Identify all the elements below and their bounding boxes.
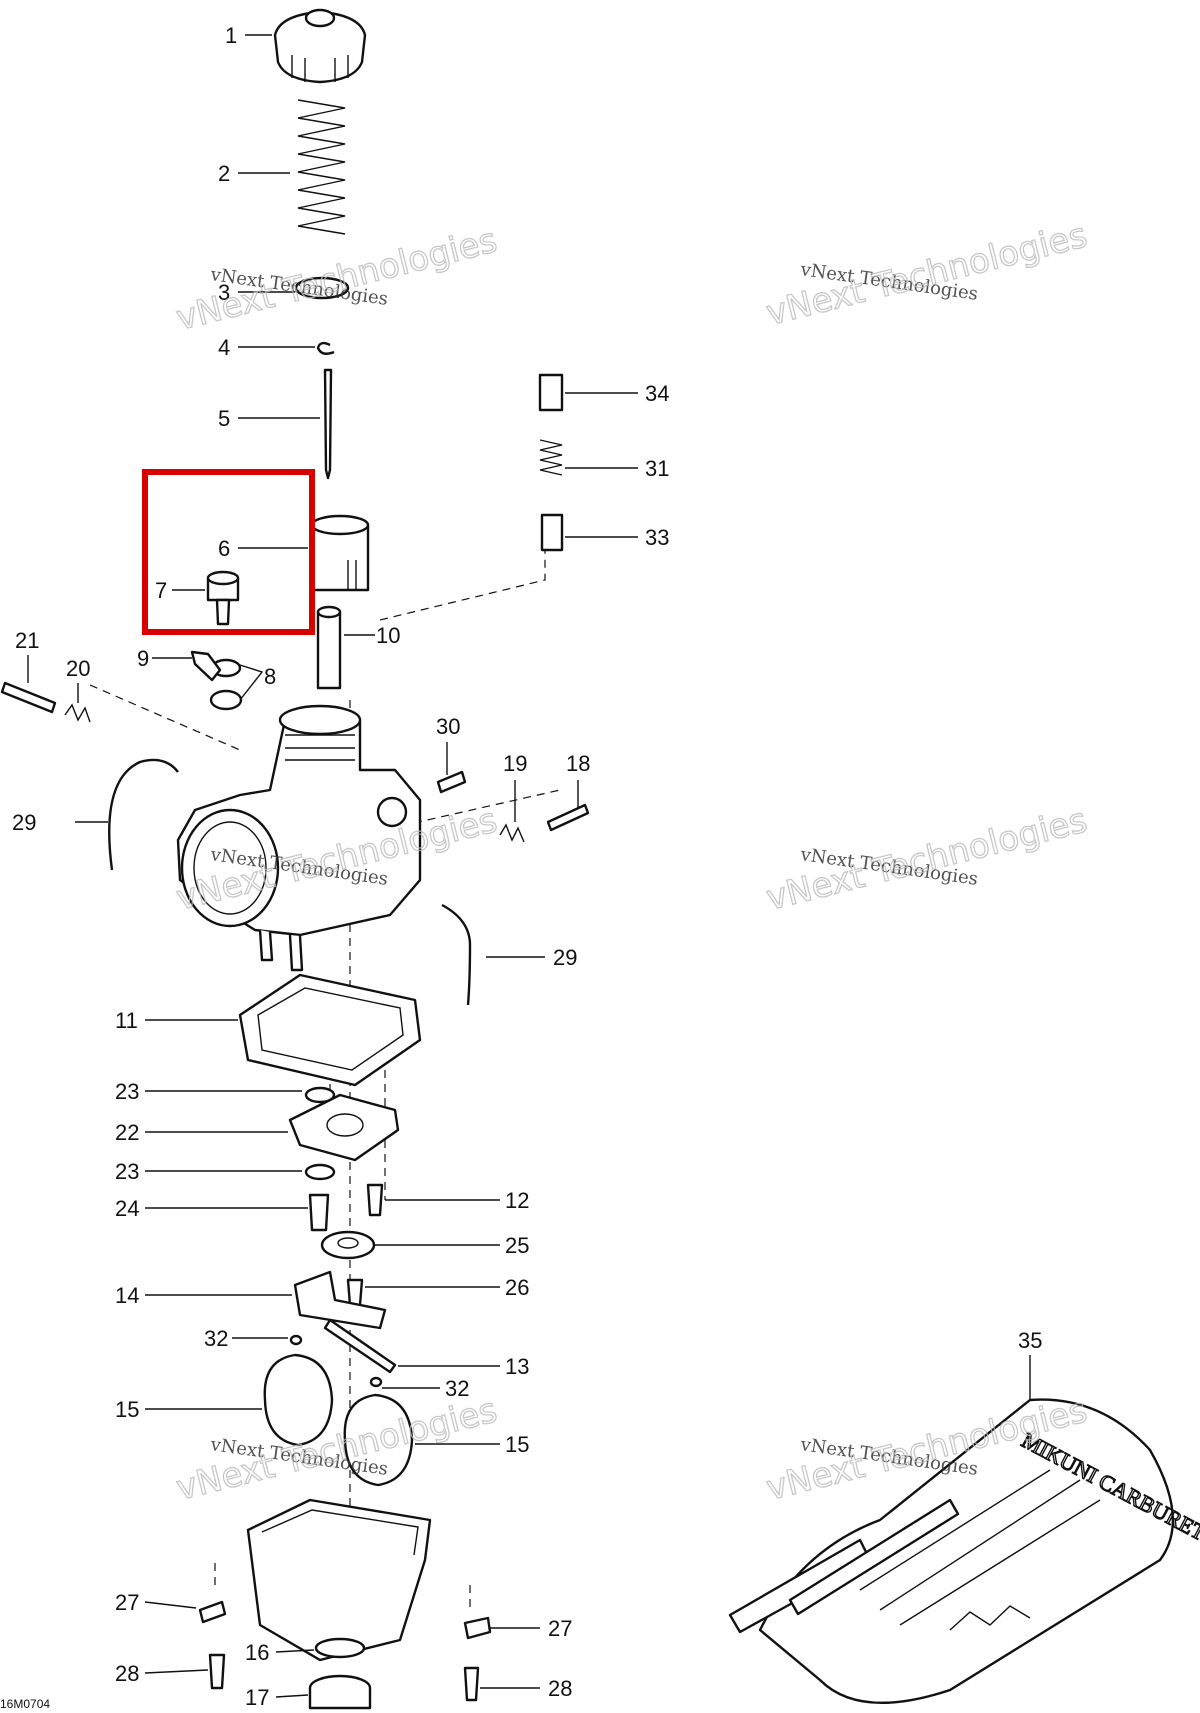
callout-18: 18	[566, 751, 590, 776]
part-21-20-idle-screw	[0, 681, 91, 723]
part-35-tool-kit: MIKUNI CARBURETOR	[728, 1398, 1200, 1704]
callout-15-right: 15	[505, 1432, 529, 1457]
callout-20: 20	[66, 656, 90, 681]
callout-25: 25	[505, 1233, 529, 1258]
callout-29-right: 29	[553, 945, 577, 970]
callout-8: 8	[264, 664, 276, 689]
callout-26: 26	[505, 1275, 529, 1300]
callout-21: 21	[15, 628, 39, 653]
callout-24: 24	[115, 1196, 139, 1221]
callout-22: 22	[115, 1120, 139, 1145]
callout-34: 34	[645, 381, 669, 406]
part-13-float-pin	[323, 1318, 397, 1374]
callout-27-right: 27	[548, 1616, 572, 1641]
callout-3: 3	[218, 280, 230, 305]
part-9-fitting	[190, 650, 222, 682]
part-16-oring	[314, 1637, 366, 1659]
part-10-starter-plunger	[316, 605, 342, 690]
part-4-clip	[316, 341, 335, 355]
highlight-box	[142, 469, 315, 635]
callout-32-bottom: 32	[445, 1376, 469, 1401]
callout-28-right: 28	[548, 1676, 572, 1701]
callout-2: 2	[218, 161, 230, 186]
part-14-float-arm	[293, 1270, 387, 1330]
part-23-orings	[304, 1086, 336, 1181]
callout-10: 10	[376, 623, 400, 648]
callout-7: 7	[155, 578, 167, 603]
part-carb-body	[176, 704, 422, 972]
callout-9: 9	[137, 646, 149, 671]
callout-11: 11	[115, 1008, 138, 1033]
part-11-gasket	[238, 973, 422, 1087]
callout-5: 5	[218, 406, 230, 431]
callout-16: 16	[245, 1640, 269, 1665]
part-17-drain-plug	[308, 1674, 372, 1710]
part-3-spring-seat	[294, 276, 350, 300]
callout-14: 14	[115, 1283, 139, 1308]
callout-28-left: 28	[115, 1661, 139, 1686]
part-34-31-33-cable-parts	[538, 373, 564, 552]
callout-23-top: 23	[115, 1079, 139, 1104]
part-32-pins	[289, 1334, 383, 1388]
part-28-screws	[208, 1653, 480, 1702]
callout-15-left: 15	[115, 1397, 139, 1422]
part-26-valve-seat	[346, 1278, 364, 1307]
document-id: 16M0704	[0, 1697, 50, 1711]
callout-4: 4	[218, 335, 230, 360]
part-27-clips	[198, 1600, 492, 1640]
part-25-baffle	[320, 1230, 376, 1260]
part-22-plate	[288, 1093, 400, 1162]
part-24-needle-jet	[308, 1193, 330, 1232]
part-float-bowl	[246, 1498, 432, 1662]
callout-1: 1	[225, 23, 237, 48]
part-6-throttle-slide	[310, 514, 370, 592]
callout-23-bottom: 23	[115, 1159, 139, 1184]
callout-29-left: 29	[12, 810, 36, 835]
callout-12: 12	[505, 1188, 529, 1213]
part-30-fitting	[436, 770, 467, 794]
callout-35: 35	[1018, 1328, 1042, 1353]
part-5-needle	[323, 368, 333, 480]
callout-32-top: 32	[204, 1326, 228, 1351]
callout-6: 6	[218, 536, 230, 561]
part-7-bolt	[206, 570, 240, 626]
part-15-floats	[263, 1353, 414, 1487]
part-19-18-air-screw	[499, 803, 590, 843]
part-2-spring	[297, 99, 346, 235]
callout-30: 30	[436, 714, 460, 739]
leader-lines	[27, 34, 1031, 1698]
part-29-hoses	[108, 758, 472, 1006]
part-12-pilot-jet	[366, 1183, 384, 1217]
callout-19: 19	[503, 751, 527, 776]
callout-13: 13	[505, 1354, 529, 1379]
callout-31: 31	[645, 456, 669, 481]
callout-33: 33	[645, 525, 669, 550]
callout-27-left: 27	[115, 1590, 139, 1615]
callout-labels: 1 2 3 4 5 6 7 8 9 10 11 12 13 14 15 15 1…	[12, 23, 1042, 1710]
callout-17: 17	[245, 1685, 269, 1710]
part-1-cap	[273, 8, 367, 84]
